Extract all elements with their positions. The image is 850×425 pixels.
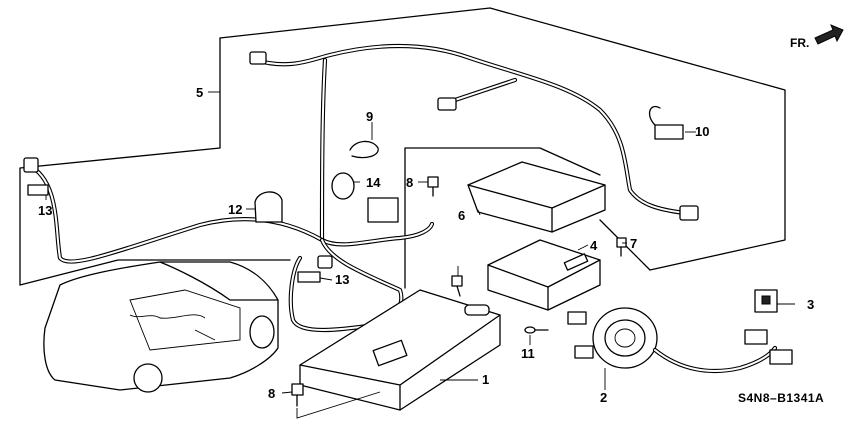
callout-2: 2: [600, 390, 607, 405]
callout-8a: 8: [406, 175, 413, 190]
srs-unit: [487, 239, 601, 311]
callout-4: 4: [590, 238, 598, 253]
callout-12: 12: [228, 202, 242, 217]
cable-reel: [567, 307, 793, 374]
bracket: [299, 289, 501, 411]
clip-part-10: [648, 105, 684, 140]
leader-lines: [45, 91, 795, 419]
callout-5: 5: [196, 85, 203, 100]
clip-part-14: [331, 172, 399, 223]
callout-8b: 8: [268, 386, 275, 401]
diagram-code: S4N8–B1341A: [738, 391, 824, 405]
callout-13b: 13: [335, 272, 349, 287]
clip-part-13a: [27, 184, 49, 196]
clip-part-13b: [297, 271, 321, 283]
callout-1: 1: [482, 372, 489, 387]
front-direction-arrow: FR.: [790, 24, 844, 50]
unit-group-outline: [404, 147, 601, 289]
callout-3: 3: [807, 297, 814, 312]
callout-11: 11: [521, 346, 535, 361]
connector-part: [754, 289, 778, 313]
callout-6: 6: [458, 208, 465, 223]
callout-13a: 13: [38, 203, 52, 218]
vehicle-illustration: [43, 261, 279, 393]
clamp-part: [254, 191, 283, 223]
callout-7: 7: [630, 236, 637, 251]
control-unit-cover: [467, 161, 606, 233]
callout-14: 14: [366, 175, 381, 190]
bolt: [291, 176, 627, 407]
harness-group-outline: [219, 7, 786, 271]
callout-10: 10: [695, 124, 709, 139]
callout-9: 9: [366, 109, 373, 124]
direction-label: FR.: [790, 36, 809, 50]
clip-part: [349, 140, 379, 159]
